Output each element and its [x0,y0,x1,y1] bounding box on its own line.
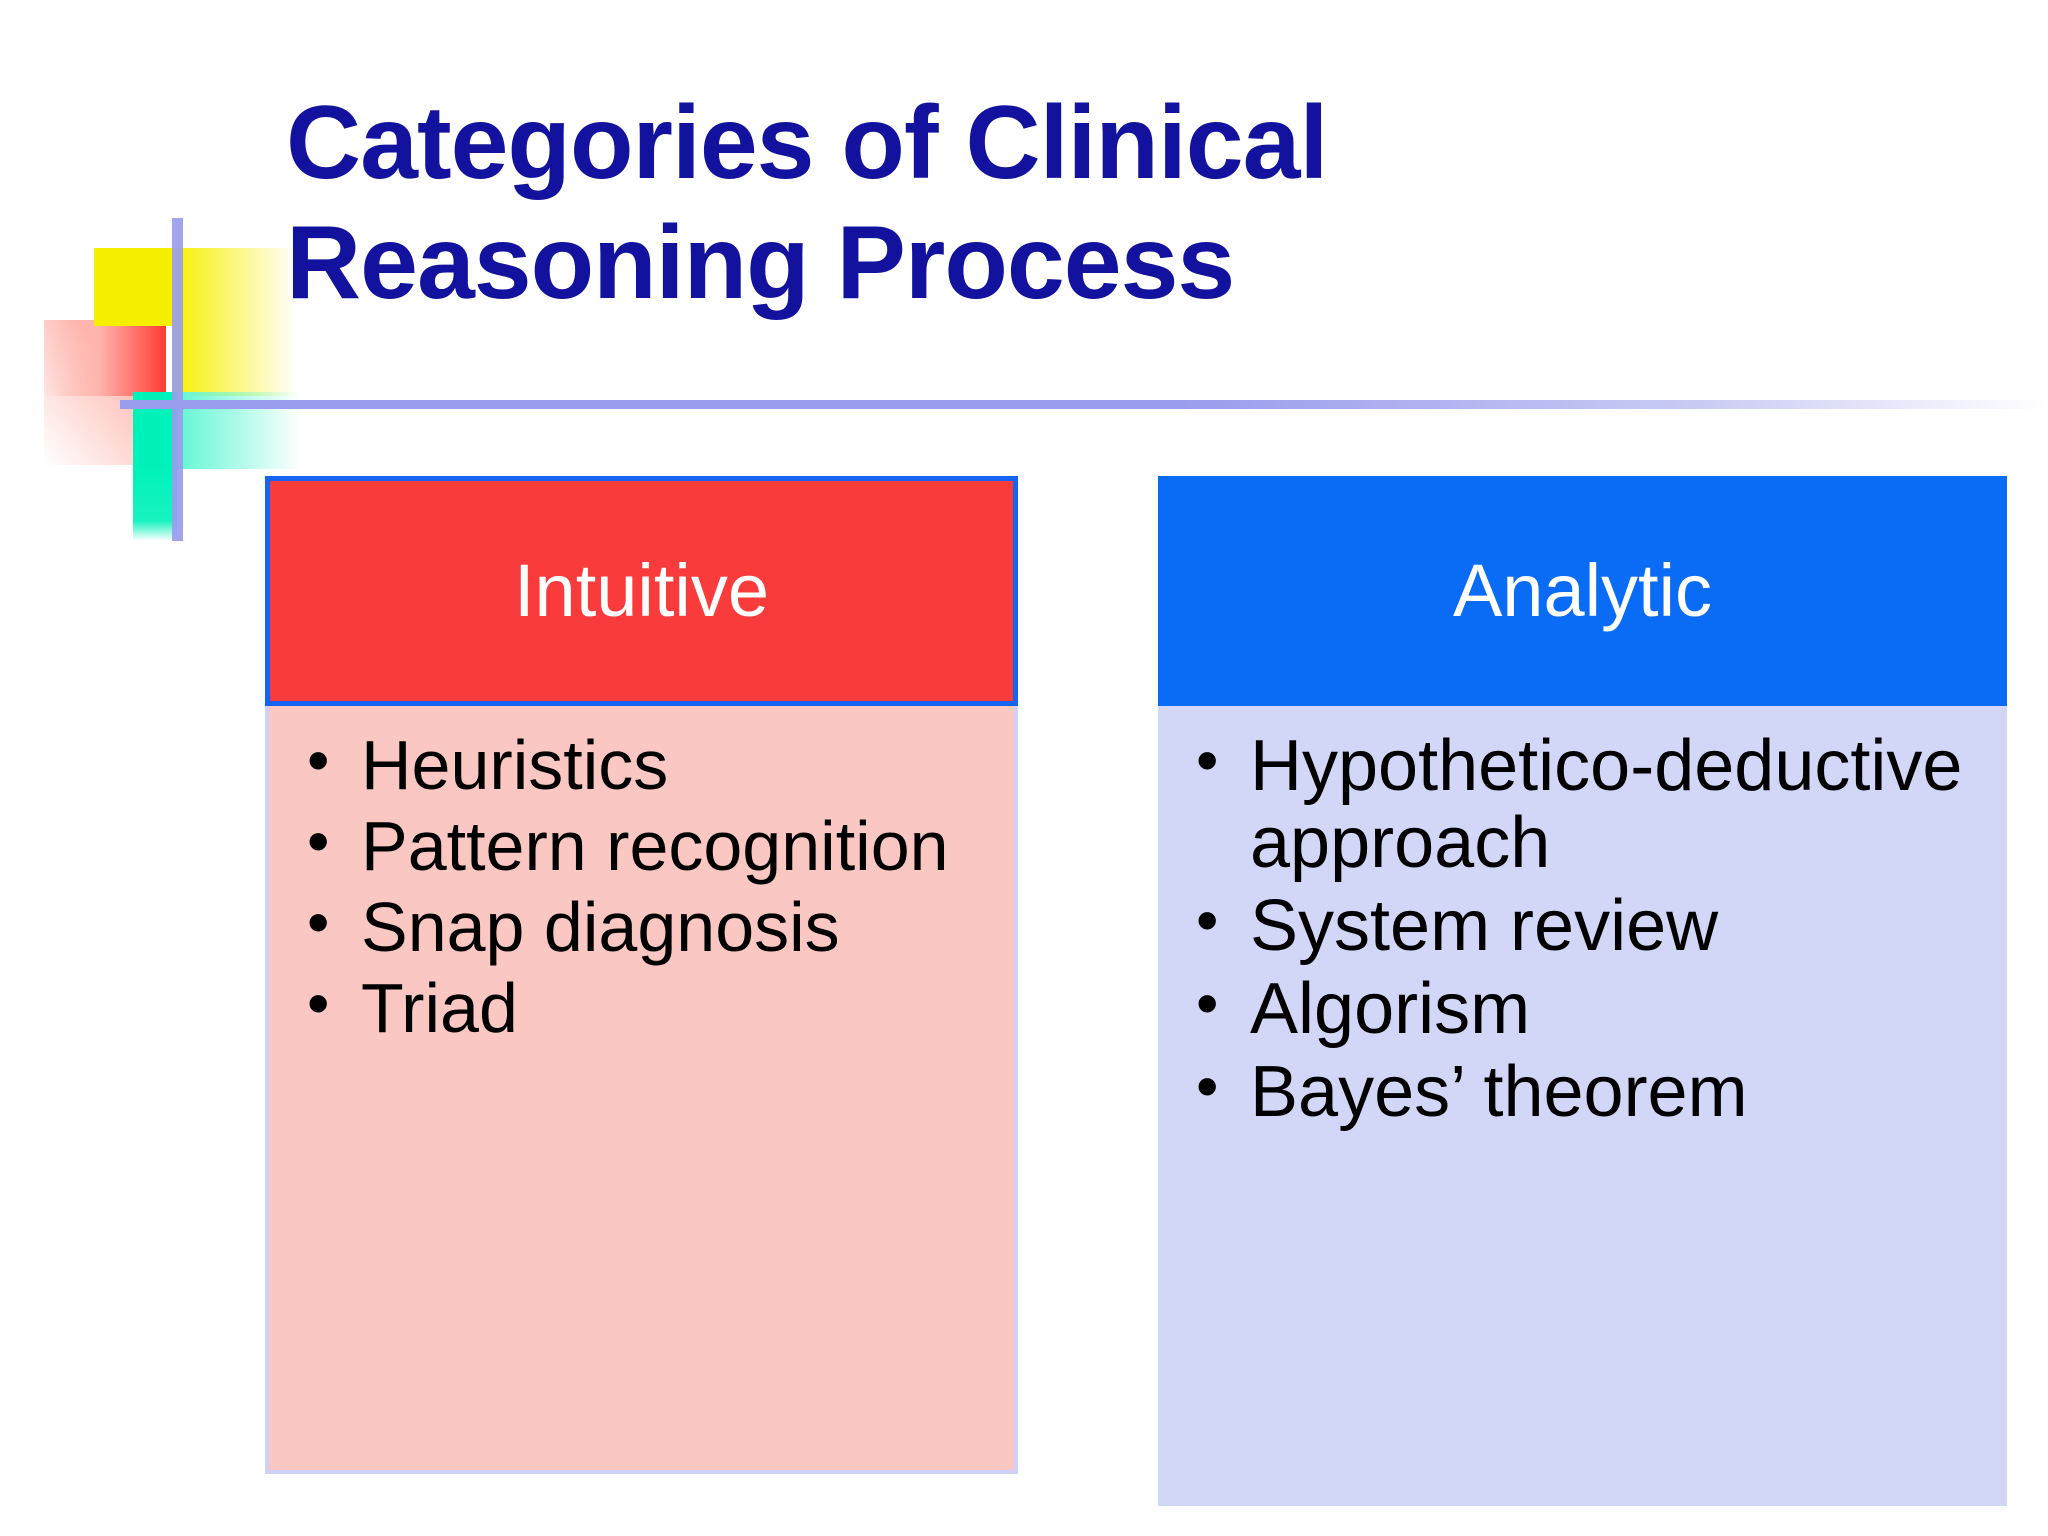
list-item: Algorism [1188,969,1989,1048]
column-intuitive: Intuitive Heuristics Pattern recognition… [265,476,1018,1474]
decoration-yellow-square [94,248,172,326]
list-item: Pattern recognition [299,807,996,884]
list-item: Bayes’ theorem [1188,1052,1989,1131]
decoration-horizontal-rule [120,400,2048,409]
decoration-yellow-fade [172,248,297,396]
column-body-intuitive: Heuristics Pattern recognition Snap diag… [265,706,1018,1474]
list-item: Hypothetico-deductive approach [1188,726,1989,882]
list-item: Heuristics [299,726,996,803]
column-body-analytic: Hypothetico-deductive approach System re… [1158,706,2007,1506]
bullet-list-intuitive: Heuristics Pattern recognition Snap diag… [299,726,996,1046]
column-header-intuitive: Intuitive [265,476,1018,706]
list-item: Triad [299,969,996,1046]
decoration-cyan-lower [133,469,177,541]
column-header-analytic: Analytic [1158,476,2007,706]
decoration-vertical-rule [172,218,183,541]
slide-title: Categories of Clinical Reasoning Process [286,85,1328,321]
list-item: Snap diagnosis [299,888,996,965]
column-analytic: Analytic Hypothetico-deductive approach … [1158,476,2007,1506]
list-item: System review [1188,886,1989,965]
bullet-list-analytic: Hypothetico-deductive approach System re… [1188,726,1989,1131]
decoration-red-block [44,320,166,396]
